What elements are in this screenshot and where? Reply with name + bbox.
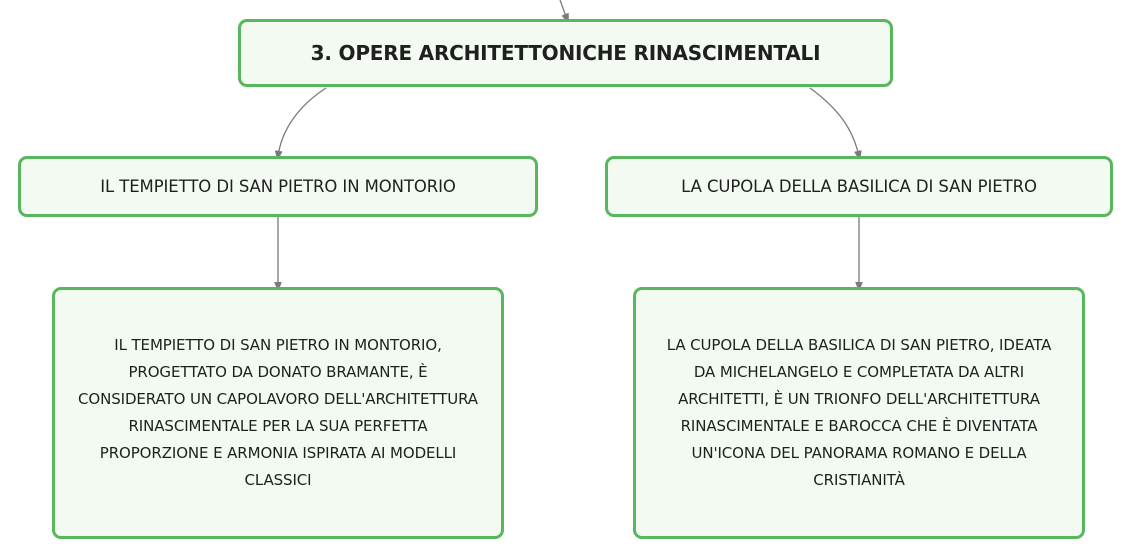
description-node-cupola-text: LA CUPOLA DELLA BASILICA DI SAN PIETRO, … [666,336,1052,489]
topic-node-cupola-label: LA CUPOLA DELLA BASILICA DI SAN PIETRO [681,177,1037,196]
root-node[interactable]: 3. OPERE ARCHITETTONICHE RINASCIMENTALI [238,19,893,87]
connector-root-to-left-topic [274,87,327,162]
topic-node-tempietto-label: IL TEMPIETTO DI SAN PIETRO IN MONTORIO [100,177,456,196]
connector-incoming-root [559,0,569,24]
connector-root-to-right-topic [809,87,862,162]
description-node-tempietto[interactable]: IL TEMPIETTO DI SAN PIETRO IN MONTORIO, … [52,287,504,539]
description-node-cupola[interactable]: LA CUPOLA DELLA BASILICA DI SAN PIETRO, … [633,287,1085,539]
root-node-label: 3. OPERE ARCHITETTONICHE RINASCIMENTALI [310,41,821,65]
description-node-tempietto-text: IL TEMPIETTO DI SAN PIETRO IN MONTORIO, … [78,336,478,489]
topic-node-cupola[interactable]: LA CUPOLA DELLA BASILICA DI SAN PIETRO [605,156,1113,217]
topic-node-tempietto[interactable]: IL TEMPIETTO DI SAN PIETRO IN MONTORIO [18,156,538,217]
